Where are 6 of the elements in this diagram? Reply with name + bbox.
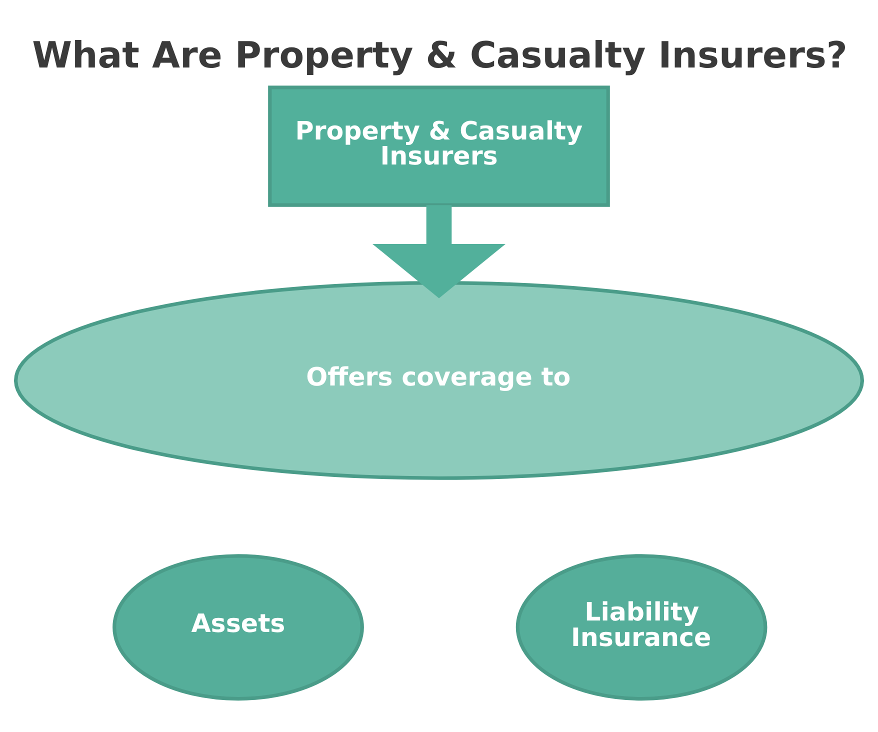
diagram-title: What Are Property & Casualty Insurers?: [32, 34, 848, 77]
node-ellipse: Liability Insurance: [516, 554, 768, 701]
node-ellipse: Assets: [112, 554, 364, 701]
node-ellipse: Offers coverage to: [14, 281, 864, 480]
arrow: [372, 205, 506, 298]
node-box: Property & Casualty Insurers: [268, 86, 610, 207]
